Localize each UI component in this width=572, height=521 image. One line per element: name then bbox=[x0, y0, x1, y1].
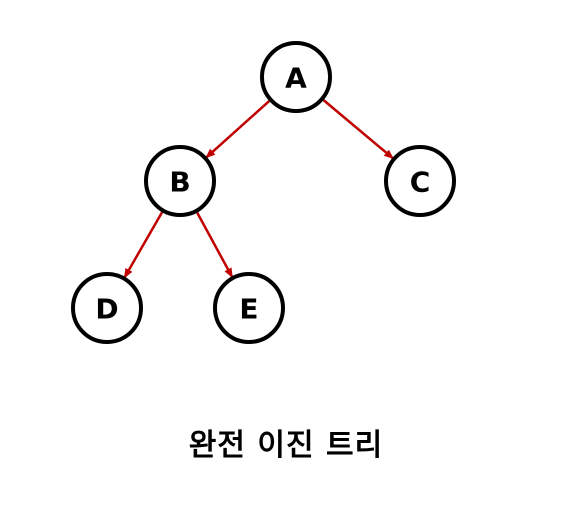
node-label: C bbox=[410, 166, 431, 199]
edges-layer bbox=[123, 99, 394, 279]
node-label: A bbox=[285, 62, 307, 95]
tree-node-e: E bbox=[213, 272, 285, 344]
node-circle bbox=[144, 145, 216, 217]
node-label: E bbox=[239, 293, 258, 326]
node-circle bbox=[71, 272, 143, 344]
tree-node-a: A bbox=[260, 41, 332, 113]
nodes-layer: A B C D E bbox=[71, 41, 456, 344]
edge-b-d-arrow bbox=[123, 211, 164, 279]
node-circle bbox=[260, 41, 332, 113]
node-label: D bbox=[95, 293, 118, 326]
node-label: B bbox=[169, 166, 190, 199]
edge-a-c-arrow bbox=[322, 99, 394, 160]
node-circle bbox=[384, 145, 456, 217]
node-circle bbox=[213, 272, 285, 344]
diagram-title: 완전 이진 트리 bbox=[188, 428, 384, 463]
edge-a-b-arrow bbox=[205, 100, 271, 159]
tree-node-d: D bbox=[71, 272, 143, 344]
tree-node-c: C bbox=[384, 145, 456, 217]
edge-b-e-arrow bbox=[196, 212, 234, 279]
tree-node-b: B bbox=[144, 145, 216, 217]
